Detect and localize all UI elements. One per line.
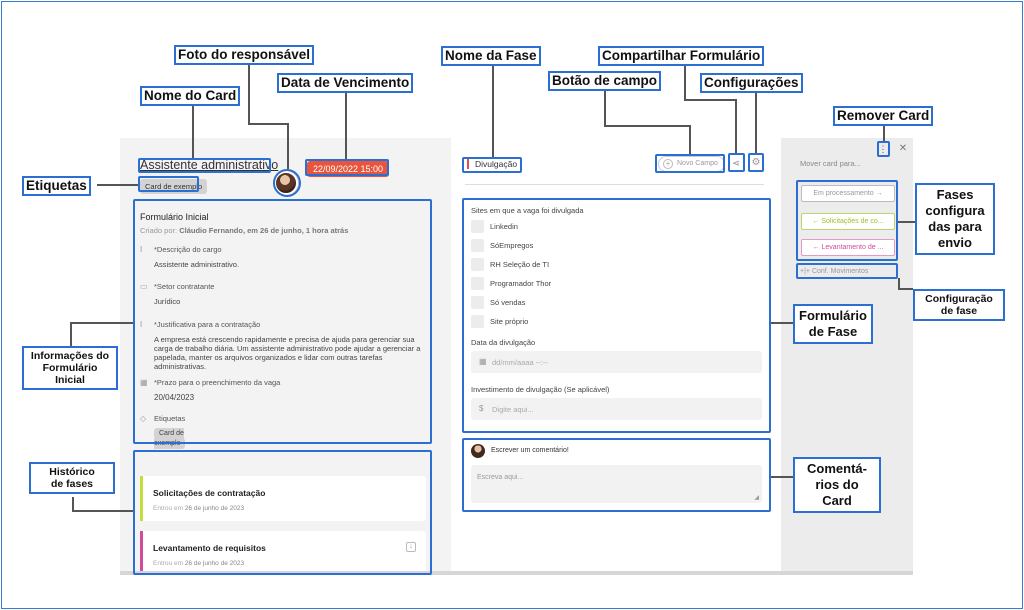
calendar-icon: ▦	[479, 357, 487, 366]
connector-line	[771, 322, 793, 324]
history-item[interactable]: Levantamento de requisitos Entrou em 26 …	[140, 531, 426, 575]
sites-question: Sites em que a vaga foi divulgada	[471, 206, 584, 215]
connector-line	[755, 91, 757, 153]
connector-line	[684, 63, 686, 100]
date-input[interactable]: ▦ dd/mm/aaaa --:--	[471, 351, 762, 373]
card-modal: Assistente administrativo Card de exempl…	[120, 138, 913, 575]
assignee-avatar[interactable]	[274, 171, 298, 195]
new-field-button[interactable]: + Novo Campo	[658, 156, 725, 172]
annotation-remover: Remover Card	[833, 106, 934, 126]
annotation-botao-campo: Botão de campo	[548, 71, 662, 91]
configure-movements-button[interactable]: +|+ Conf. Movimentos	[800, 268, 869, 275]
card-details-column: Assistente administrativo Card de exempl…	[120, 138, 451, 575]
connector-line	[689, 125, 691, 154]
calendar-icon: ▦	[140, 378, 148, 387]
connector-line	[248, 123, 288, 125]
move-to-phase-button[interactable]: ← Levantamento de ...	[801, 239, 895, 256]
investment-question: Investimento de divulgação (Se aplicável…	[471, 385, 610, 394]
move-to-phase-button[interactable]: ← Solicitações de co...	[801, 213, 895, 230]
phase-column: Divulgação + Novo Campo ⋖ ⚙ Sites em que…	[451, 138, 781, 575]
dropdown-field-icon: ▭	[140, 282, 148, 291]
form-tag-chip: Card de exemplo	[154, 428, 186, 449]
tag-icon: ◇	[140, 414, 147, 423]
annotation-comentarios: Comentá-rios do Card	[793, 457, 881, 513]
connector-line	[735, 99, 737, 153]
text-field-icon: I	[140, 245, 143, 254]
phase-history: Solicitações de contratação Entrou em 26…	[134, 453, 431, 575]
gear-icon[interactable]: ⚙	[751, 157, 761, 168]
close-icon[interactable]: ✕	[898, 143, 908, 154]
comment-textarea[interactable]: Escreva aqui... ◢	[471, 465, 762, 503]
connector-line	[248, 62, 250, 124]
card-title[interactable]: Assistente administrativo	[140, 158, 279, 172]
connector-line	[72, 497, 74, 511]
connector-line	[72, 510, 133, 512]
kebab-menu-icon[interactable]: ⋮	[878, 144, 888, 154]
connector-line	[898, 221, 915, 223]
annotation-configuracoes: Configurações	[700, 73, 803, 93]
annotation-nome-card: Nome do Card	[140, 86, 241, 106]
connector-line	[684, 99, 736, 101]
plus-circle-icon: +	[663, 159, 673, 169]
history-color-bar	[140, 476, 143, 521]
move-card-label: Mover card para...	[800, 159, 861, 168]
date-question: Data da divulgação	[471, 338, 536, 347]
initial-form-title: Formulário Inicial	[140, 212, 209, 222]
user-avatar	[471, 444, 485, 458]
connector-line	[70, 322, 72, 346]
connector-line	[345, 91, 347, 159]
connector-line	[192, 104, 194, 158]
history-item[interactable]: Solicitações de contratação Entrou em 26…	[140, 476, 426, 521]
comments-panel: Escrever um comentário! Escreva aqui... …	[465, 438, 770, 510]
connector-line	[492, 63, 494, 157]
currency-icon: $	[479, 404, 484, 413]
modal-bottom-border	[120, 571, 913, 575]
history-color-bar	[140, 531, 143, 575]
resize-grip-icon[interactable]: ◢	[754, 495, 759, 501]
download-icon[interactable]: ↓	[406, 542, 416, 552]
connector-line	[97, 184, 138, 186]
phase-form: Sites em que a vaga foi divulgada Linked…	[465, 198, 770, 433]
annotation-etiquetas: Etiquetas	[22, 176, 91, 196]
connector-line	[287, 123, 289, 169]
connector-line	[883, 123, 885, 141]
connector-line	[604, 88, 606, 126]
initial-form-created-by: Criado por: Cláudio Fernando, em 26 de j…	[140, 226, 349, 235]
connector-line	[604, 125, 690, 127]
divider	[465, 184, 764, 185]
text-field-icon: I	[140, 320, 143, 329]
due-date-badge[interactable]: 22/09/2022 15:00	[307, 161, 390, 177]
connector-line	[898, 288, 913, 290]
investment-input[interactable]: $ Digite aqui...	[471, 398, 762, 420]
phase-name: Divulgação	[467, 159, 517, 169]
connector-line	[898, 278, 900, 289]
comment-title: Escrever um comentário!	[491, 447, 569, 454]
connector-line	[771, 476, 793, 478]
connector-line	[70, 322, 133, 324]
annotation-compartilhar: Compartilhar Formulário	[598, 46, 765, 66]
annotation-data-venc: Data de Vencimento	[277, 73, 414, 93]
share-icon[interactable]: ⋖	[732, 158, 740, 168]
card-tag[interactable]: Card de exemplo	[140, 179, 208, 194]
initial-form-panel: Formulário Inicial Criado por: Cláudio F…	[134, 200, 431, 449]
annotation-nome-fase: Nome da Fase	[441, 46, 541, 66]
annotation-foto: Foto do responsável	[174, 45, 315, 65]
move-to-phase-button[interactable]: Em processamento →	[801, 185, 895, 202]
